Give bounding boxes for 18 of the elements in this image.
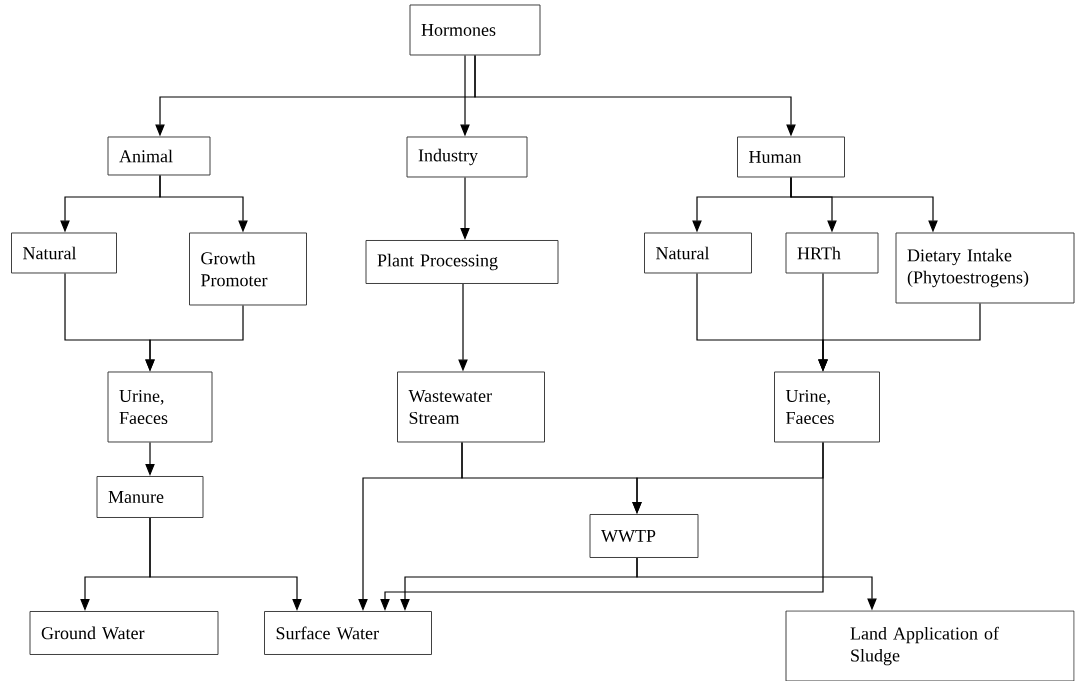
process-box: Wastewater Stream [397,371,545,443]
process-box: Growth Promoter [189,232,307,306]
process-box: Natural [11,232,117,274]
process-box: WWTP [589,514,699,558]
process-box: Urine, Faeces [107,371,213,443]
process-box: Natural [644,232,752,274]
process-box: Plant Processing [365,240,559,284]
process-box: Manure [96,476,204,518]
process-box: HRTh [785,232,879,274]
process-box: Industry [406,136,528,178]
process-box: Hormones [409,4,541,56]
process-box: Land Application of Sludge [785,610,1075,681]
process-box: Dietary Intake (Phytoestrogens) [895,232,1075,304]
process-box: Urine, Faeces [774,371,880,443]
process-box: Animal [107,136,211,176]
process-box: Human [737,136,845,178]
process-box: Surface Water [264,611,432,655]
process-box: Ground Water [29,611,219,655]
